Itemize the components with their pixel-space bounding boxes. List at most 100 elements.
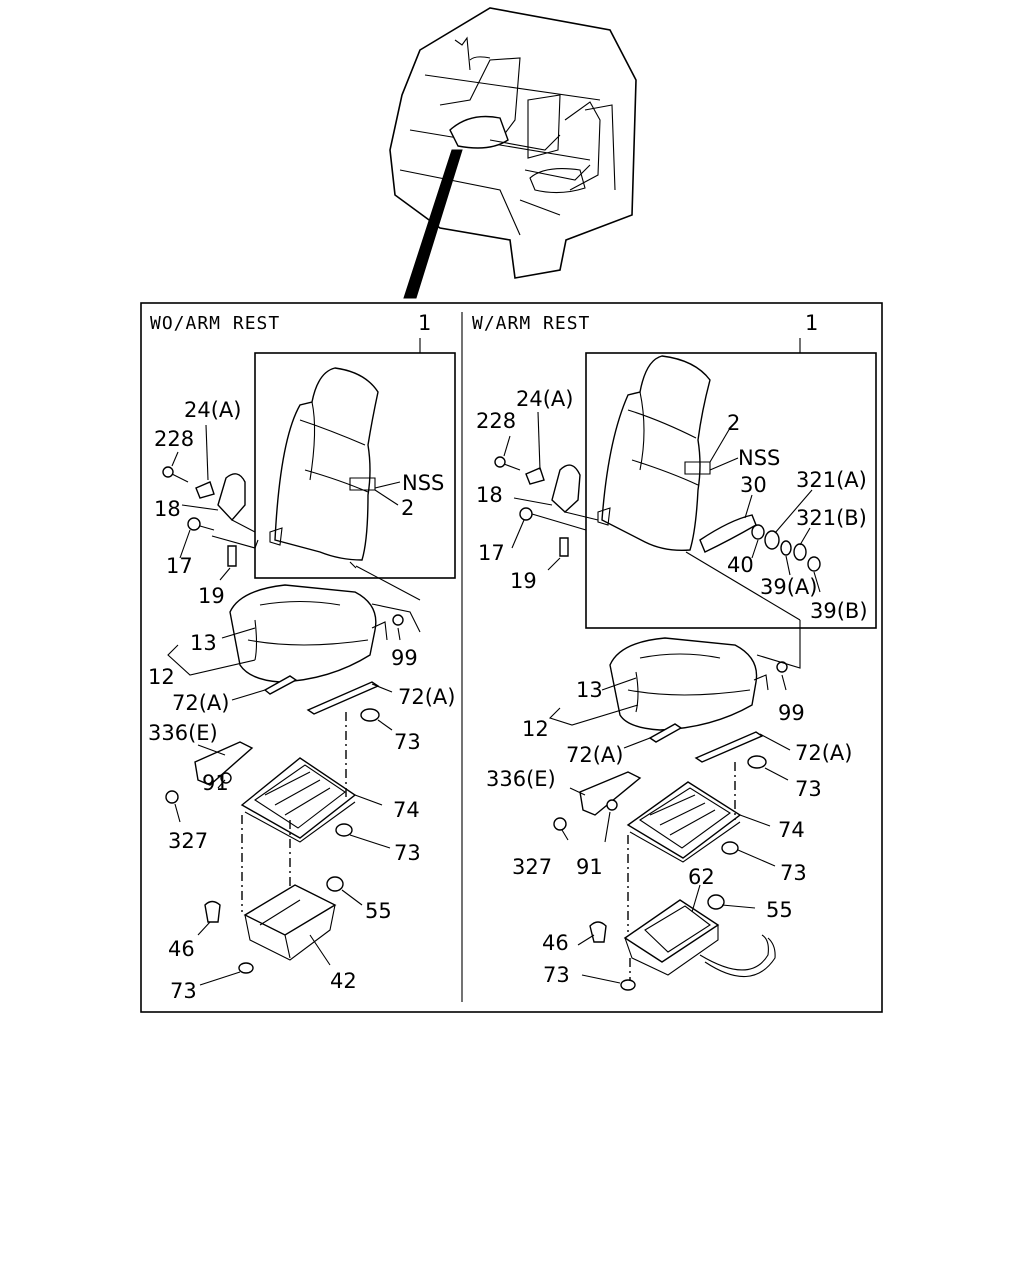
label-24a: 24(A) [184,398,241,422]
label-2: 2 [727,411,740,435]
label-327: 327 [168,829,208,853]
seat-back-box [254,352,456,579]
label-228: 228 [476,409,516,433]
label-18: 18 [154,497,181,521]
armrest-30 [699,514,757,553]
label-73-c: 73 [170,979,197,1003]
hinge-bracket [551,464,581,513]
base-frame-42 [243,884,337,961]
bolt-327 [553,817,567,831]
seat-back [269,367,379,569]
label-nss: NSS [402,471,444,495]
label-73-c: 73 [543,963,570,987]
bolt-46 [589,921,607,943]
seat-back [597,355,711,552]
nut-73c [620,979,636,991]
label-73-b: 73 [394,841,421,865]
label-13: 13 [190,631,217,655]
label-91: 91 [576,855,603,879]
label-55: 55 [365,899,392,923]
hinge-bracket [217,473,246,522]
rail-72a-left [263,675,298,695]
bolt-19 [227,545,237,567]
bolt-19 [559,537,569,557]
part-40 [751,524,765,540]
bracket-336e [194,741,254,786]
left-panel: 1 2 NSS 24(A) 228 18 17 19 13 12 99 72(A… [148,311,456,1003]
washer-321a [764,530,780,550]
label-73-a: 73 [394,730,421,754]
label-nss: NSS [738,446,780,470]
label-17: 17 [478,541,505,565]
nut-55 [707,894,725,910]
label-73-a: 73 [795,777,822,801]
label-12: 12 [148,665,175,689]
label-321b: 321(B) [796,506,867,530]
base-frame-62 [623,899,776,978]
label-39a: 39(A) [760,575,817,599]
bolt-99 [392,614,404,626]
label-327: 327 [512,855,552,879]
rail-72a-left [648,723,683,743]
bolt-17 [187,517,201,531]
label-30: 30 [740,473,767,497]
label-46: 46 [168,937,195,961]
label-321a: 321(A) [796,468,867,492]
nut-55 [326,876,344,892]
nut-39b [807,556,821,572]
bolt-228 [162,466,174,478]
label-42: 42 [330,969,357,993]
label-72a-right: 72(A) [795,741,852,765]
label-99: 99 [391,646,418,670]
label-55: 55 [766,898,793,922]
bracket-24a [195,481,215,499]
seat-cushion [609,637,769,731]
label-19: 19 [510,569,537,593]
label-40: 40 [727,553,754,577]
label-2: 2 [401,496,414,520]
bolt-46 [204,900,221,923]
label-74: 74 [393,798,420,822]
bolt-228 [494,456,506,468]
nut-73a [360,708,380,722]
label-24a: 24(A) [516,387,573,411]
label-72a-right: 72(A) [398,685,455,709]
nut-73c [238,962,254,974]
right-panel: 1 2 NSS 24(A) 228 18 17 19 30 321(A) 321… [476,311,877,991]
label-62: 62 [688,865,715,889]
bracket-24a [525,467,545,485]
bolt-91 [606,799,618,811]
bracket-336e [579,771,642,816]
seat-cushion [229,584,388,683]
label-18: 18 [476,483,503,507]
label-73-b: 73 [780,861,807,885]
label-39b: 39(B) [810,599,868,623]
right-panel-header: W/ARM REST [472,313,590,334]
label-72a-left: 72(A) [566,743,623,767]
label-1: 1 [418,311,431,335]
label-228: 228 [154,427,194,451]
label-91: 91 [202,771,229,795]
label-74: 74 [778,818,805,842]
label-12: 12 [522,717,549,741]
label-336e: 336(E) [486,767,556,791]
label-336e: 336(E) [148,721,218,745]
label-1: 1 [805,311,818,335]
nut-73a [747,755,767,769]
washer-39a [780,540,792,556]
label-46: 46 [542,931,569,955]
label-72a-left: 72(A) [172,691,229,715]
washer-321b [793,543,807,561]
seat-back-box [585,352,877,629]
rail-72a-right [694,731,764,763]
bolt-17 [519,507,533,521]
nut-73b [721,841,739,855]
label-99: 99 [778,701,805,725]
bolt-91 [220,772,232,784]
label-13: 13 [576,678,603,702]
bolt-327 [165,790,179,804]
nut-73b [335,823,353,837]
left-panel-header: WO/ARM REST [150,313,280,334]
diagram-frame [140,302,883,1013]
